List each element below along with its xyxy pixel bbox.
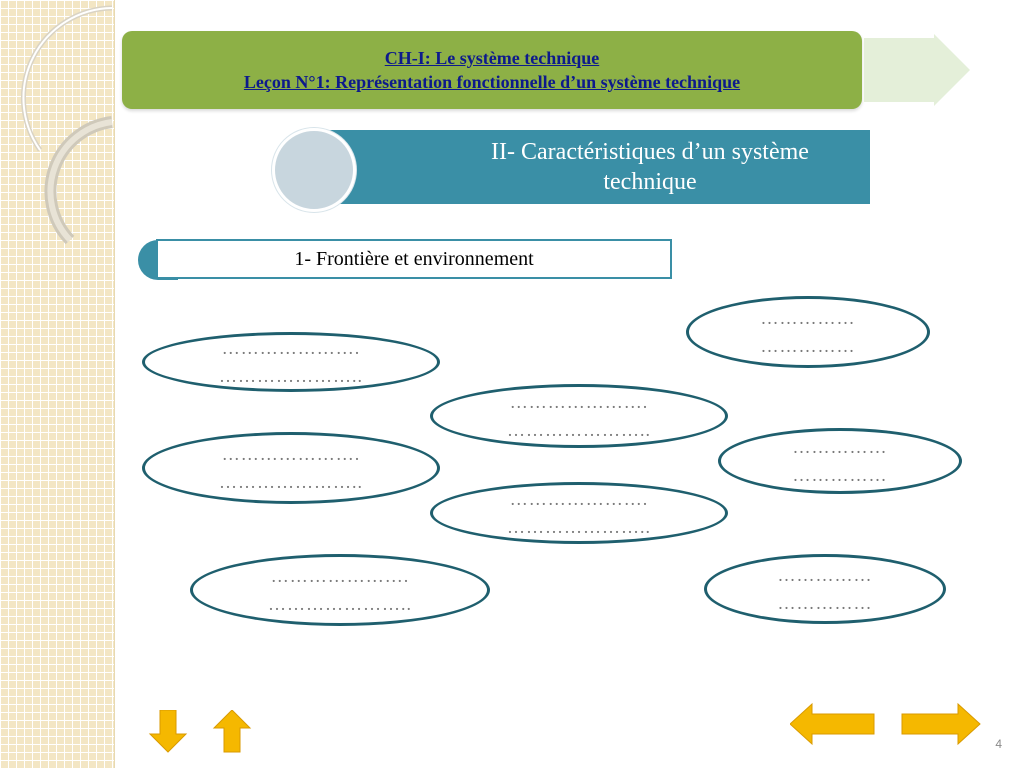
ellipse-dots-line2: ………………….. [268, 594, 412, 614]
section-banner: II- Caractéristiques d’un système techni… [310, 130, 870, 204]
chapter-title: CH-I: Le système technique [384, 48, 600, 68]
blank-ellipse-1[interactable]: …………………. ………………….. [142, 332, 440, 392]
ellipse-dots-line2: ………………….. [219, 366, 363, 386]
section-circle-icon [272, 128, 356, 212]
arrow-down-icon[interactable] [148, 710, 188, 754]
blank-ellipse-8[interactable]: …………… …………… [704, 554, 946, 624]
arrow-right-icon[interactable] [900, 702, 982, 746]
page-number: 4 [995, 737, 1002, 751]
ellipse-dots-line1: …………… [777, 565, 873, 585]
header-arrow-icon [864, 34, 970, 106]
ellipse-dots-line2: …………… [777, 593, 873, 613]
blank-ellipse-2[interactable]: …………… …………… [686, 296, 930, 368]
arrow-left-icon[interactable] [790, 702, 876, 746]
blank-ellipse-5[interactable]: …………… …………… [718, 428, 962, 494]
lesson-header: CH-I: Le système technique Leçon N°1: Re… [122, 31, 862, 109]
ellipse-dots-line2: ………………….. [507, 420, 651, 440]
ellipse-dots-line1: …………………. [221, 338, 361, 358]
lesson-title: Leçon N°1: Représentation fonctionnelle … [243, 72, 741, 92]
blank-ellipse-6[interactable]: …………………. ………………….. [430, 482, 728, 544]
subsection-title: 1- Frontière et environnement [156, 239, 672, 279]
ellipse-dots-line1: …………………. [509, 392, 649, 412]
blank-ellipse-3[interactable]: …………………. ………………….. [430, 384, 728, 448]
arrow-up-icon[interactable] [212, 710, 252, 754]
ellipse-dots-line1: …………………. [270, 566, 410, 586]
decorative-rings [20, 5, 113, 245]
section-title: II- Caractéristiques d’un système techni… [491, 139, 809, 195]
ellipse-dots-line2: ………………….. [507, 517, 651, 537]
ellipse-dots-line1: …………… [760, 308, 856, 328]
ellipse-dots-line2: …………… [760, 336, 856, 356]
ellipse-dots-line1: …………………. [221, 444, 361, 464]
ellipse-dots-line2: …………… [792, 465, 888, 485]
ellipse-dots-line1: …………………. [509, 489, 649, 509]
ellipse-dots-line1: …………… [792, 437, 888, 457]
blank-ellipse-7[interactable]: …………………. ………………….. [190, 554, 490, 626]
blank-ellipse-4[interactable]: …………………. ………………….. [142, 432, 440, 504]
ellipse-dots-line2: ………………….. [219, 472, 363, 492]
